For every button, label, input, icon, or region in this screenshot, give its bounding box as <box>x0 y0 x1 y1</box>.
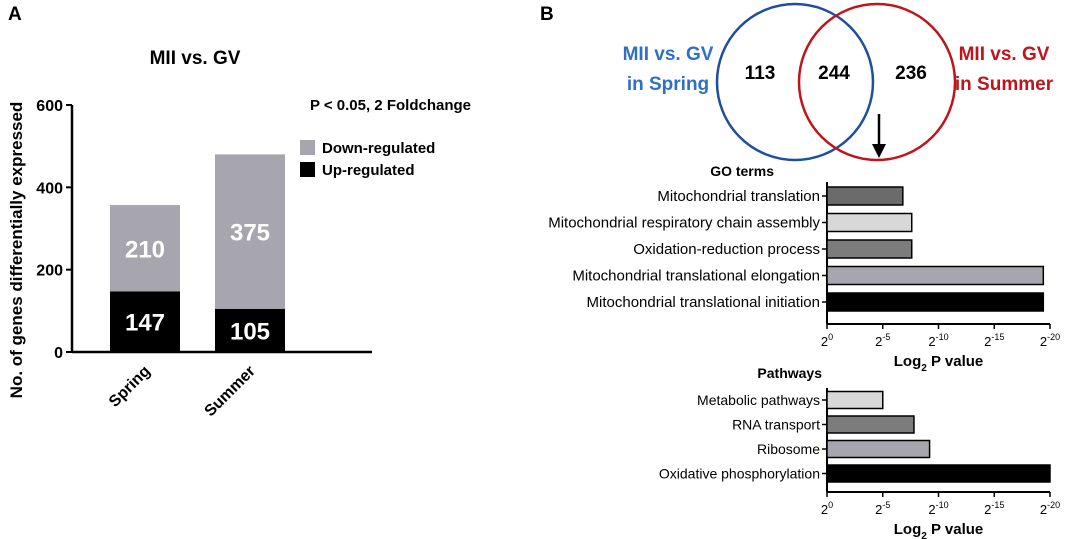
x-tick-label: 2-10 <box>928 500 948 517</box>
legend-swatch <box>300 162 315 177</box>
y-tick-label: 600 <box>36 98 63 115</box>
venn-spring-only-count: 113 <box>745 63 776 84</box>
panel-a-threshold-note: P < 0.05, 2 Foldchange <box>310 97 471 114</box>
bar-data-label: 375 <box>230 220 270 247</box>
x-tick-label: Spring <box>106 363 154 411</box>
venn-spring-label-line1: MII vs. GV <box>623 44 714 65</box>
category-label: Mitochondrial translational initiation <box>587 294 820 311</box>
x-axis-label: Log2 P value <box>894 353 984 374</box>
panel-b-letter: B <box>540 4 554 25</box>
category-label: Oxidative phosphorylation <box>659 466 820 482</box>
venn-diagram: MII vs. GV in Spring MII vs. GV in Summe… <box>623 2 1054 162</box>
y-tick-label: 200 <box>36 263 63 280</box>
category-label: Ribosome <box>757 441 820 457</box>
bar-data-label: 147 <box>125 310 165 337</box>
bar <box>826 415 915 434</box>
panel-a-letter: A <box>8 4 22 25</box>
x-tick-label: 20 <box>821 332 833 349</box>
legend-label: Up-regulated <box>322 162 415 179</box>
bar <box>826 186 904 206</box>
panel-a-title: MII vs. GV <box>150 48 241 69</box>
x-tick-label: Summer <box>202 363 259 420</box>
venn-summer-label-line2: in Summer <box>955 74 1054 95</box>
x-tick-label: 20 <box>821 500 833 517</box>
x-tick-label: 2-10 <box>928 332 948 349</box>
x-tick-label: 2-20 <box>1040 332 1060 349</box>
y-tick-label: 400 <box>36 180 63 197</box>
legend-swatch <box>300 140 315 155</box>
down-arrow-icon <box>872 114 886 158</box>
x-tick-label: 2-5 <box>875 332 890 349</box>
pathways-heading: Pathways <box>757 365 822 381</box>
x-tick-label: 2-5 <box>875 500 890 517</box>
venn-spring-label-line2: in Spring <box>627 74 709 95</box>
x-tick-label: 2-15 <box>984 332 1004 349</box>
bar-segment-up <box>215 308 285 352</box>
bar <box>826 390 884 410</box>
category-label: Metabolic pathways <box>697 392 820 408</box>
legend-label: Down-regulated <box>322 140 435 157</box>
venn-circle-summer <box>797 2 957 162</box>
x-tick-label: 2-15 <box>984 500 1004 517</box>
go-terms-heading: GO terms <box>710 163 774 179</box>
y-tick-label: 0 <box>54 345 63 362</box>
bar <box>826 239 913 259</box>
category-label: Mitochondrial respiratory chain assembly <box>548 215 820 232</box>
venn-summer-label-line1: MII vs. GV <box>959 44 1050 65</box>
venn-overlap-count: 244 <box>818 63 850 84</box>
bar-data-label: 210 <box>125 236 165 263</box>
x-axis-label: Log2 P value <box>894 521 984 539</box>
bar-data-label: 105 <box>230 318 270 345</box>
venn-summer-only-count: 236 <box>895 63 927 84</box>
bar <box>826 212 913 233</box>
bar-segment-up <box>110 291 180 352</box>
category-label: Mitochondrial translation <box>657 188 820 205</box>
bar <box>826 292 1045 312</box>
bar <box>826 464 1051 483</box>
x-tick-label: 2-20 <box>1040 500 1060 517</box>
category-label: Oxidation-reduction process <box>633 241 820 258</box>
bar-segment-down <box>110 205 180 292</box>
bar-segment-down <box>215 154 285 309</box>
bar <box>826 265 1045 286</box>
venn-circle-spring <box>715 2 875 162</box>
bar <box>826 439 931 459</box>
category-label: Mitochondrial translational elongation <box>572 268 820 285</box>
category-label: RNA transport <box>732 417 820 433</box>
panel-a-y-axis-label: No. of genes differentially expressed <box>7 102 26 399</box>
